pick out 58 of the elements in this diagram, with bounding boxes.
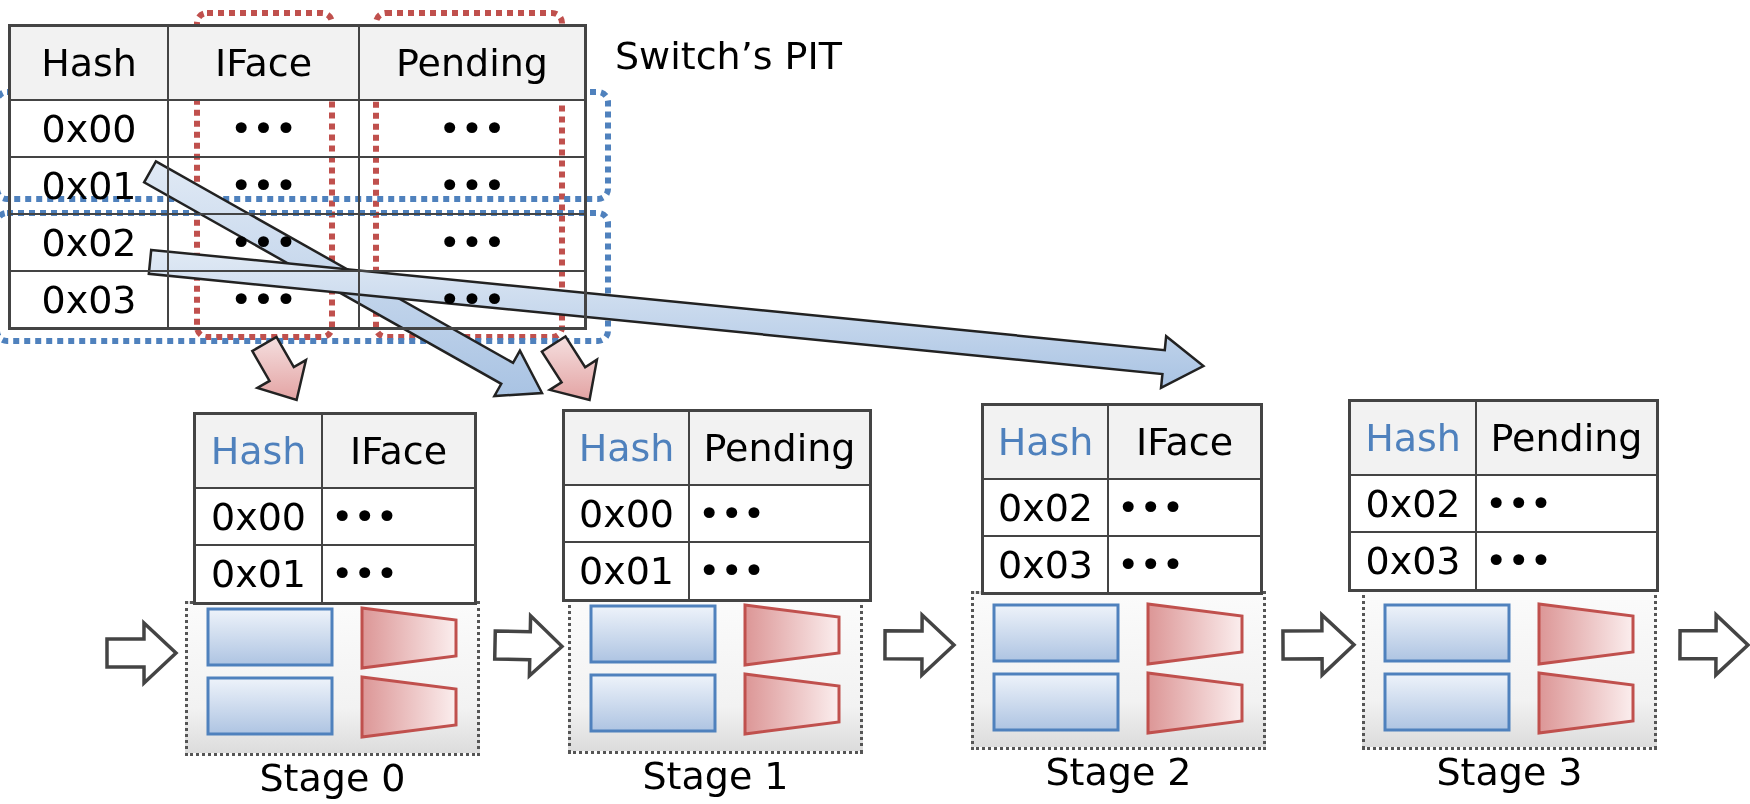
table-cell: 0x00: [195, 488, 322, 545]
data-table: [981, 403, 1263, 595]
header-cell: Pending: [1476, 401, 1657, 475]
data-table: [1348, 399, 1659, 592]
block-arrow: [492, 611, 565, 680]
stage-label: Stage 0: [258, 758, 407, 798]
header-cell: IFace: [322, 414, 475, 488]
pipeline-stage: [971, 591, 1266, 750]
table-cell: 0x00: [10, 100, 168, 157]
table-cell: 0x02: [983, 479, 1108, 536]
table-cell: 0x03: [1350, 532, 1476, 590]
table-cell: •••: [322, 488, 475, 545]
block-arrow: [883, 610, 957, 679]
header-cell: IFace: [168, 26, 359, 100]
header-cell: Hash: [564, 411, 689, 485]
table-cell: •••: [1476, 532, 1657, 590]
table-cell: •••: [322, 545, 475, 603]
table-cell: 0x02: [10, 214, 168, 271]
stage-label: Stage 2: [1044, 752, 1193, 792]
table-cell: •••: [359, 271, 585, 328]
header-cell: IFace: [1108, 405, 1261, 479]
block-arrow: [1678, 610, 1750, 679]
block-arrow: [540, 334, 599, 402]
header-cell: Pending: [359, 26, 585, 100]
header-cell: Hash: [983, 405, 1108, 479]
table-title: Switch’s PIT: [615, 34, 842, 78]
table-cell: •••: [359, 100, 585, 157]
table-cell: 0x01: [195, 545, 322, 603]
table-cell: •••: [689, 485, 870, 542]
table-cell: 0x03: [10, 271, 168, 328]
table-cell: •••: [359, 157, 585, 214]
table-cell: •••: [1108, 479, 1261, 536]
table-cell: •••: [168, 271, 359, 328]
block-arrow: [147, 248, 1206, 391]
header-cell: Hash: [1350, 401, 1476, 475]
data-table: [8, 24, 587, 330]
table-cell: 0x01: [10, 157, 168, 214]
table-cell: 0x01: [564, 542, 689, 600]
stage-label: Stage 3: [1435, 752, 1584, 792]
header-cell: Pending: [689, 411, 870, 485]
table-cell: •••: [168, 100, 359, 157]
header-cell: Hash: [10, 26, 168, 100]
table-cell: •••: [1108, 536, 1261, 593]
block-arrow: [1281, 610, 1357, 679]
pipeline-stage: [185, 601, 480, 756]
block-arrow: [105, 618, 179, 687]
table-cell: •••: [1476, 475, 1657, 532]
data-table: [193, 412, 477, 605]
header-cell: Hash: [195, 414, 322, 488]
table-cell: 0x03: [983, 536, 1108, 593]
stage-label: Stage 1: [641, 756, 790, 796]
table-cell: •••: [168, 157, 359, 214]
data-table: [562, 409, 872, 602]
block-arrow: [250, 335, 308, 402]
table-cell: •••: [689, 542, 870, 600]
table-cell: 0x00: [564, 485, 689, 542]
table-cell: •••: [359, 214, 585, 271]
table-cell: 0x02: [1350, 475, 1476, 532]
